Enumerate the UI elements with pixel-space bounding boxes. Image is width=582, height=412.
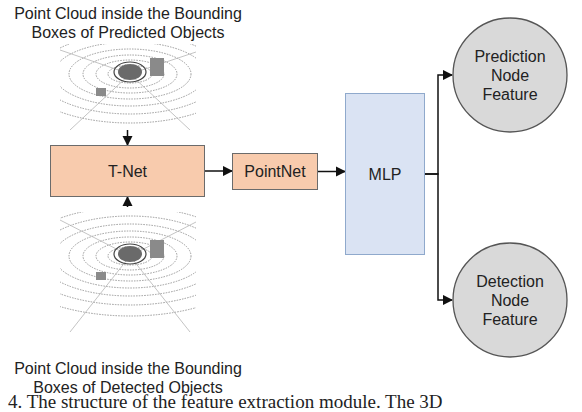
feature-circle: Detection Node Feature — [452, 242, 568, 358]
circle-shape — [453, 18, 567, 132]
figure-caption: 4. The structure of the feature extracti… — [8, 392, 582, 412]
arrow-connector — [205, 170, 232, 172]
arrow-connector — [127, 197, 129, 207]
node-label: MLP — [369, 165, 402, 184]
node-content: Point Cloud inside the Bounding Boxes of… — [5, 207, 251, 397]
node-label: Prediction Node Feature — [464, 47, 556, 104]
process-box: MLP — [345, 93, 425, 255]
point-cloud-image — [60, 44, 196, 130]
arrow-connector — [425, 174, 452, 300]
arrow-connector — [425, 75, 452, 174]
node-content: Detection Node Feature — [464, 242, 556, 358]
point-cloud-input: Point Cloud inside the Bounding Boxes of… — [5, 207, 251, 397]
point-cloud-input: Point Cloud inside the Bounding Boxes of… — [5, 4, 251, 130]
node-content: Point Cloud inside the Bounding Boxes of… — [5, 4, 251, 130]
arrow-connector — [127, 130, 129, 145]
point-cloud-image — [60, 212, 196, 332]
arrow-connector — [318, 171, 345, 173]
node-content: Prediction Node Feature — [464, 17, 556, 133]
circle-shape — [453, 243, 567, 357]
node-content: T-Net — [51, 146, 204, 196]
process-box: T-Net — [50, 145, 205, 197]
feature-circle: Prediction Node Feature — [452, 17, 568, 133]
node-label: T-Net — [108, 162, 147, 181]
node-label: Detection Node Feature — [464, 272, 556, 329]
node-content: PointNet — [233, 154, 317, 189]
node-label: Point Cloud inside the Bounding Boxes of… — [5, 4, 251, 42]
process-box: PointNet — [232, 153, 318, 190]
node-label: PointNet — [244, 162, 305, 181]
node-content: MLP — [346, 94, 424, 254]
